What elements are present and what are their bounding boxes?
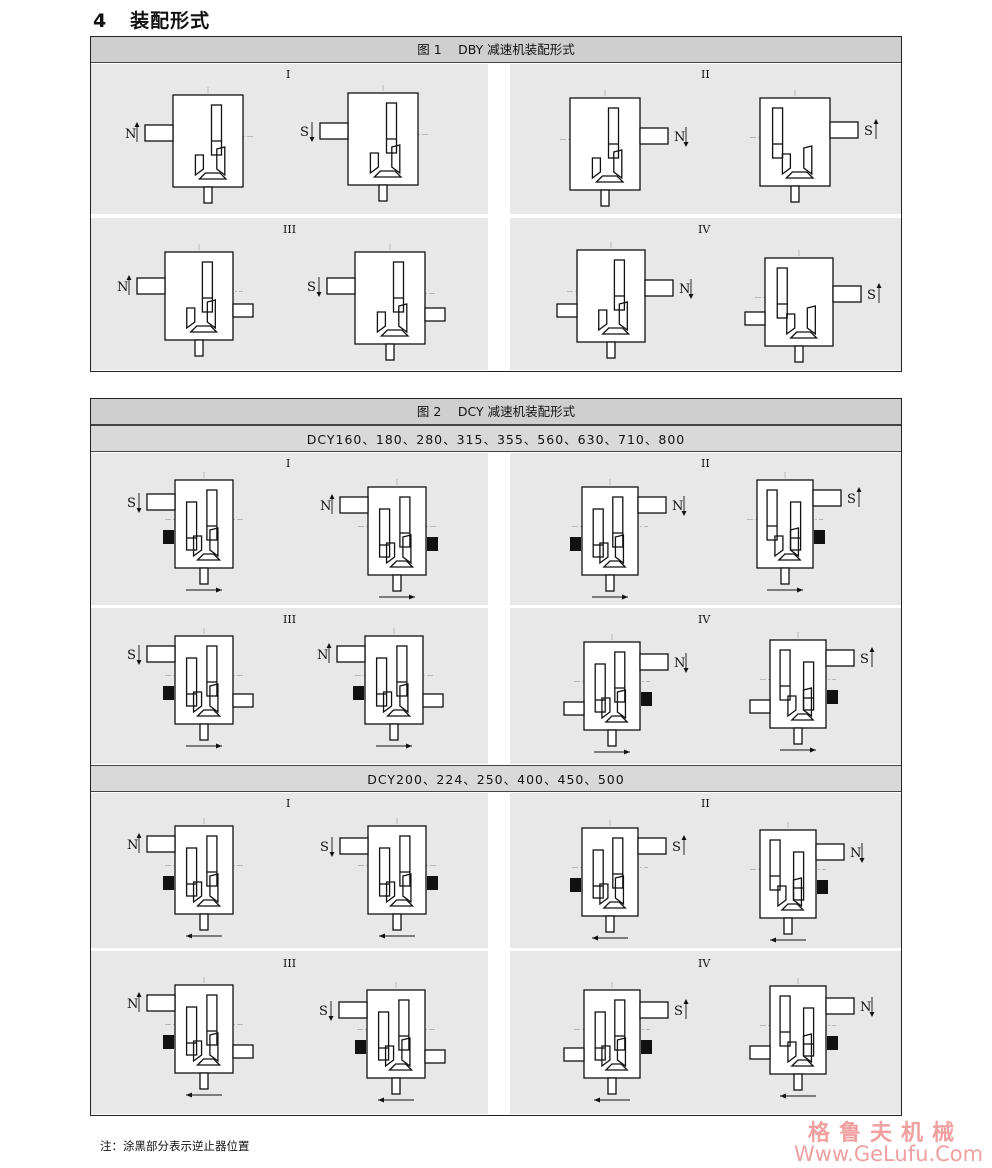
svg-text:S: S xyxy=(864,124,873,139)
figure-2-caption: 图 2 DCY 减速机装配形式 xyxy=(91,399,901,425)
svg-text:N: N xyxy=(679,282,690,297)
fig2b-I-right-diagram: S xyxy=(320,818,438,939)
svg-text:S: S xyxy=(127,648,136,663)
fig1-II-left-diagram: N xyxy=(560,90,689,207)
svg-text:N: N xyxy=(674,656,685,671)
footnote: 注：涂黑部分表示逆止器位置 xyxy=(100,1139,250,1153)
fig2a-IV-left-diagram: N xyxy=(563,634,689,755)
fig2a-roman-III: III xyxy=(283,613,297,626)
fig2b-cell-IV xyxy=(510,951,901,1114)
fig1-I-left-diagram: N xyxy=(125,87,253,204)
fig1-roman-IV: IV xyxy=(698,223,711,236)
fig2b-IV-right-diagram: N xyxy=(749,978,875,1099)
fig1-IV-right-diagram: S xyxy=(744,250,882,363)
svg-text:N: N xyxy=(850,846,861,861)
figure-1-caption: 图 1 DBY 减速机装配形式 xyxy=(91,37,901,63)
svg-text:S: S xyxy=(867,288,876,303)
fig1-roman-III: III xyxy=(283,223,297,236)
fig2a-cell-IV xyxy=(510,608,901,764)
fig2b-I-left-diagram: N xyxy=(127,818,243,939)
fig1-roman-I: I xyxy=(286,68,291,81)
fig1-III-right-diagram: S xyxy=(307,244,446,361)
section-title: 装配形式 xyxy=(130,10,211,32)
fig2a-roman-II: II xyxy=(701,457,710,470)
svg-text:S: S xyxy=(860,652,869,667)
svg-text:N: N xyxy=(672,499,683,514)
fig2a-I-left-diagram: S xyxy=(127,472,243,593)
svg-text:N: N xyxy=(127,997,138,1012)
fig2b-II-right-diagram: N xyxy=(750,822,865,943)
svg-text:N: N xyxy=(125,127,136,142)
svg-text:N: N xyxy=(117,280,128,295)
fig2b-cell-II xyxy=(510,793,901,948)
watermark-url: Www.GeLufu.Com xyxy=(794,1142,984,1166)
svg-text:N: N xyxy=(860,1000,871,1015)
fig2a-IV-right-diagram: S xyxy=(749,632,875,753)
svg-text:S: S xyxy=(847,492,856,507)
fig2a-III-left-diagram: S xyxy=(127,628,254,749)
section-number: 4 xyxy=(93,10,108,32)
svg-text:S: S xyxy=(127,496,136,511)
svg-text:N: N xyxy=(674,130,685,145)
fig2a-roman-IV: IV xyxy=(698,613,711,626)
series-b-header: DCY200、224、250、400、450、500 xyxy=(91,765,901,792)
section-heading: 4 装配形式 xyxy=(93,6,210,33)
fig2a-III-right-diagram: N xyxy=(317,628,444,749)
fig2a-II-right-diagram: S xyxy=(747,472,862,593)
fig2b-IV-left-diagram: S xyxy=(563,982,689,1103)
svg-text:S: S xyxy=(674,1004,683,1019)
svg-text:S: S xyxy=(307,280,316,295)
svg-text:N: N xyxy=(317,648,328,663)
fig2b-roman-III: III xyxy=(283,957,297,970)
fig1-roman-II: II xyxy=(701,68,710,81)
fig2a-II-left-diagram: N xyxy=(570,479,687,600)
svg-text:S: S xyxy=(672,840,681,855)
fig2b-III-left-diagram: N xyxy=(127,977,254,1098)
fig2a-I-right-diagram: N xyxy=(320,479,438,600)
fig2b-roman-II: II xyxy=(701,797,710,810)
svg-text:S: S xyxy=(300,125,309,140)
fig2b-roman-I: I xyxy=(286,797,291,810)
fig2a-cell-II xyxy=(510,453,901,605)
fig2b-roman-IV: IV xyxy=(698,957,711,970)
fig2b-III-right-diagram: S xyxy=(319,982,446,1103)
figure-1-table: 图 1 DBY 减速机装配形式 I II III IV xyxy=(90,36,902,372)
svg-text:N: N xyxy=(127,838,138,853)
fig1-III-left-diagram: N xyxy=(117,244,254,357)
watermark-logo-text: 格鲁夫机械 xyxy=(808,1120,964,1146)
fig2b-II-left-diagram: S xyxy=(570,820,687,941)
fig1-IV-left-diagram: N xyxy=(556,242,694,359)
svg-text:S: S xyxy=(319,1004,328,1019)
svg-text:S: S xyxy=(320,840,329,855)
fig2a-roman-I: I xyxy=(286,457,291,470)
series-a-header: DCY160、180、280、315、355、560、630、710、800 xyxy=(91,425,901,452)
svg-text:N: N xyxy=(320,499,331,514)
fig1-II-right-diagram: S xyxy=(750,90,879,203)
fig1-I-right-diagram: S xyxy=(300,85,428,202)
